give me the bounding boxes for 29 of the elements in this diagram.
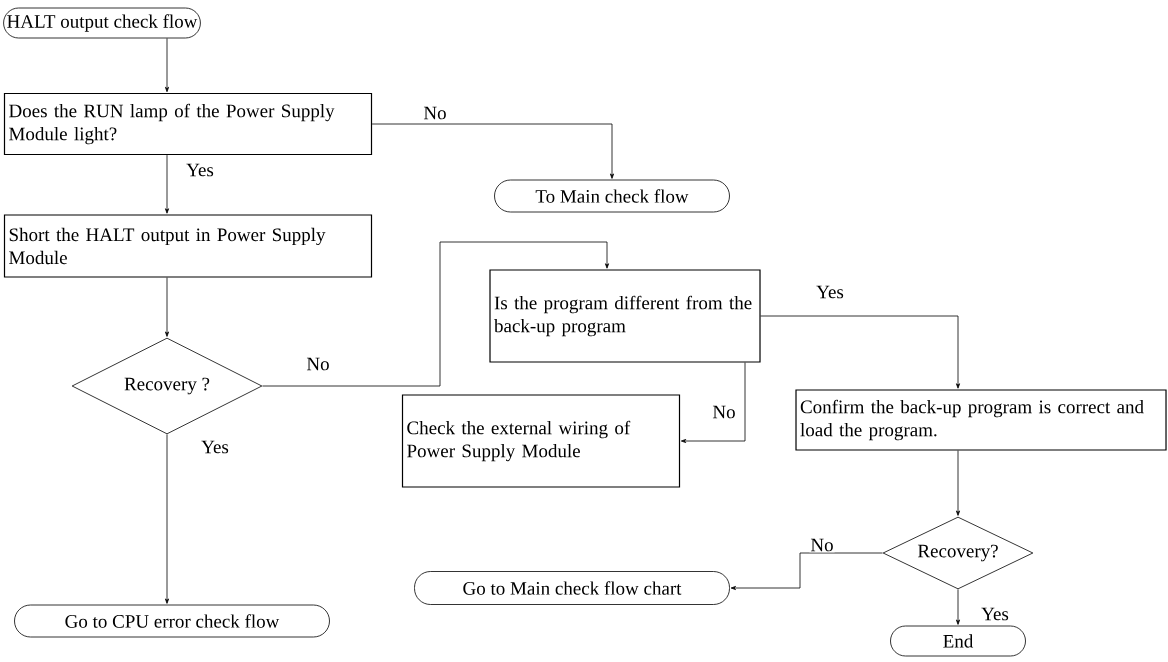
arrow xyxy=(165,38,169,93)
arrow xyxy=(760,315,960,389)
edge-label: No xyxy=(711,404,737,420)
edge-label: Yes xyxy=(200,439,230,455)
edge-label: Yes xyxy=(980,606,1010,622)
edge-label: No xyxy=(305,356,331,372)
arrow xyxy=(680,362,746,443)
process-box: Is the program different from the back-up program xyxy=(489,269,761,363)
process-box: Does the RUN lamp of the Power Supply Module light? xyxy=(3,92,373,156)
arrow xyxy=(956,589,960,625)
arrow xyxy=(262,241,609,387)
edge-label: Yes xyxy=(185,162,215,178)
arrow xyxy=(730,552,883,590)
process-box: Check the external wiring of Power Supply Module xyxy=(401,394,681,488)
arrow xyxy=(371,123,614,179)
edge-label: No xyxy=(422,105,448,121)
edge-label: Yes xyxy=(815,284,845,300)
terminal-box: HALT output check flow xyxy=(3,7,201,39)
terminal-box: Go to CPU error check flow xyxy=(14,604,330,638)
terminal-box: End xyxy=(890,625,1026,657)
arrow xyxy=(956,450,960,516)
arrow xyxy=(165,434,169,604)
arrow xyxy=(165,154,169,214)
process-box: Confirm the back-up program is correct and load the program. xyxy=(795,389,1167,451)
edge-label: No xyxy=(809,537,835,553)
process-box: Short the HALT output in Power Supply Module xyxy=(3,214,373,278)
terminal-box: To Main check flow xyxy=(494,179,730,213)
terminal-box: Go to Main check flow chart xyxy=(414,571,730,605)
arrow xyxy=(165,277,169,337)
